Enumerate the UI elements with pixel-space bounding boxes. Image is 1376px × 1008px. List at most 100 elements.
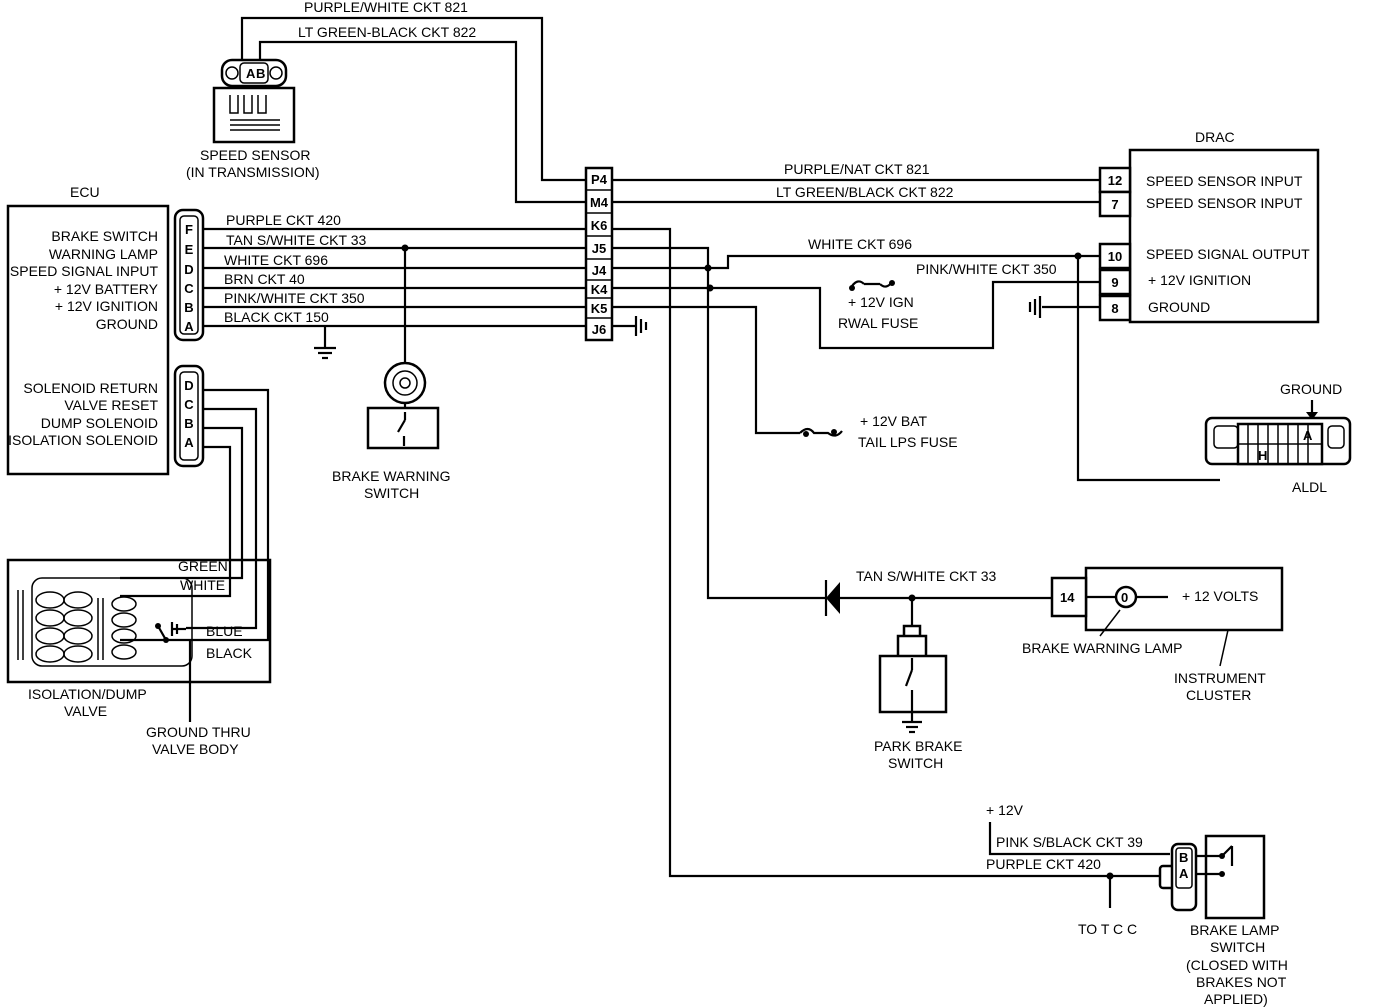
brake-lamp-wire-pink-39: PINK S/BLACK CKT 39 bbox=[996, 834, 1143, 850]
drac-label-speed-sensor-input-2: SPEED SENSOR INPUT bbox=[1146, 195, 1303, 211]
drac-label-ground: GROUND bbox=[1148, 299, 1210, 315]
cluster-supply-12-volts: + 12 VOLTS bbox=[1182, 588, 1258, 604]
aldl-ground-label: GROUND bbox=[1280, 381, 1342, 397]
tail-fuse-label-2: TAIL LPS FUSE bbox=[858, 434, 958, 450]
aldl-title: ALDL bbox=[1292, 479, 1327, 495]
wire-label-purple-420: PURPLE CKT 420 bbox=[226, 212, 341, 228]
connector-pin-m4: M4 bbox=[590, 195, 609, 210]
ecu-harness-wires: PURPLE CKT 420 TAN S/WHITE CKT 33 WHITE … bbox=[203, 212, 648, 360]
wire-label-pink-white-350: PINK/WHITE CKT 350 bbox=[224, 290, 365, 306]
brake-lamp-pin-b: B bbox=[1179, 850, 1188, 865]
valve-title-1: ISOLATION/DUMP bbox=[28, 686, 147, 702]
rwal-fuse-label-2: RWAL FUSE bbox=[838, 315, 918, 331]
speed-sensor-pin-b: B bbox=[256, 66, 265, 81]
wire-label-brn-40: BRN CKT 40 bbox=[224, 271, 305, 287]
park-brake-switch: PARK BRAKE SWITCH bbox=[874, 598, 962, 771]
tail-fuse-circuit: + 12V BAT TAIL LPS FUSE bbox=[612, 305, 958, 450]
cluster-pin-14: 14 bbox=[1060, 590, 1075, 605]
brake-lamp-pin-a: A bbox=[1179, 866, 1189, 881]
valve-wires bbox=[120, 388, 270, 642]
ecu-lower-pin-a: A bbox=[184, 435, 194, 450]
brake-lamp-tcc: TO T C C bbox=[1078, 921, 1137, 937]
drac-label-12v-ignition: + 12V IGNITION bbox=[1148, 272, 1251, 288]
brake-warning-switch-label-1: BRAKE WARNING bbox=[332, 468, 451, 484]
drac-module: DRAC 12 7 10 9 8 SPEED SENSOR INPUT SPEE… bbox=[1098, 129, 1320, 324]
connector-pin-j4: J4 bbox=[592, 263, 607, 278]
connector-pin-j5: J5 bbox=[592, 241, 606, 256]
brake-warning-lamp-label: BRAKE WARNING LAMP bbox=[1022, 640, 1183, 656]
drac-pin-8: 8 bbox=[1111, 301, 1118, 316]
ecu-upper-connector: F E D C B A bbox=[173, 208, 205, 342]
brake-lamp-supply: + 12V bbox=[986, 802, 1024, 818]
ecu-label-brake-switch: BRAKE SWITCH bbox=[51, 228, 158, 244]
speed-sensor-pin-a: A bbox=[246, 66, 256, 81]
valve-wire-black: BLACK bbox=[206, 645, 253, 661]
brake-lamp-title-2: SWITCH bbox=[1210, 939, 1265, 955]
valve-ground-note-2: VALVE BODY bbox=[152, 741, 239, 757]
drac-wires: PURPLE/NAT CKT 821 LT GREEN/BLACK CKT 82… bbox=[612, 161, 1220, 482]
wire-label-purple-white-821: PURPLE/WHITE CKT 821 bbox=[304, 0, 468, 15]
speed-sensor-wires: PURPLE/WHITE CKT 821 LT GREEN-BLACK CKT … bbox=[240, 0, 586, 204]
ecu-lower-pin-b: B bbox=[184, 416, 193, 431]
brake-lamp-title-1: BRAKE LAMP bbox=[1190, 922, 1279, 938]
ecu-pin-e: E bbox=[185, 242, 194, 257]
wire-label-white-696: WHITE CKT 696 bbox=[224, 252, 328, 268]
ecu-pin-b: B bbox=[184, 300, 193, 315]
aldl-pin-a: A bbox=[1303, 428, 1313, 443]
brake-lamp-title-5: APPLIED) bbox=[1204, 991, 1268, 1007]
ecu-label-isolation-solenoid: ISOLATION SOLENOID bbox=[8, 432, 158, 448]
aldl-connector: GROUND A H ALDL bbox=[1204, 381, 1352, 495]
valve-wire-green: GREEN bbox=[178, 558, 228, 574]
brake-lamp-wire-purple-420: PURPLE CKT 420 bbox=[986, 856, 1101, 872]
connector-pin-j6: J6 bbox=[592, 322, 606, 337]
lamp-circuit: TAN S/WHITE CKT 33 14 0 + 12 VOLTS BRAKE… bbox=[612, 246, 1284, 703]
wire-label-pink-white-350-drac: PINK/WHITE CKT 350 bbox=[916, 261, 1057, 277]
wire-label-lt-green-black-822: LT GREEN-BLACK CKT 822 bbox=[298, 24, 476, 40]
brake-warning-switch-label-2: SWITCH bbox=[364, 485, 419, 501]
wire-label-black-150: BLACK CKT 150 bbox=[224, 309, 329, 325]
rwal-fuse-label-1: + 12V IGN bbox=[848, 294, 914, 310]
ecu-label-valve-reset: VALVE RESET bbox=[64, 397, 158, 413]
ecu-pin-c: C bbox=[184, 281, 194, 296]
drac-pin-10: 10 bbox=[1108, 249, 1122, 264]
isolation-dump-valve: GREEN WHITE BLUE BLACK ISOLATION/DUMP VA… bbox=[6, 558, 272, 757]
tail-fuse-label-1: + 12V BAT bbox=[860, 413, 928, 429]
ecu-label-solenoid-return: SOLENOID RETURN bbox=[23, 380, 158, 396]
ecu-label-12v-ignition: + 12V IGNITION bbox=[55, 298, 158, 314]
park-brake-switch-label-2: SWITCH bbox=[888, 755, 943, 771]
aldl-pin-h: H bbox=[1258, 448, 1267, 463]
wire-label-purple-nat-821: PURPLE/NAT CKT 821 bbox=[784, 161, 930, 177]
connector-pin-k5: K5 bbox=[591, 301, 608, 316]
ecu-label-12v-battery: + 12V BATTERY bbox=[54, 281, 159, 297]
wire-label-lt-green-black-822-drac: LT GREEN/BLACK CKT 822 bbox=[776, 184, 954, 200]
lamp-wire-tan-white-33: TAN S/WHITE CKT 33 bbox=[856, 568, 996, 584]
drac-pin-7: 7 bbox=[1111, 197, 1118, 212]
valve-wire-white: WHITE bbox=[180, 577, 225, 593]
drac-label-speed-sensor-input-1: SPEED SENSOR INPUT bbox=[1146, 173, 1303, 189]
ecu-label-dump-solenoid: DUMP SOLENOID bbox=[41, 415, 158, 431]
speed-sensor-subtitle: (IN TRANSMISSION) bbox=[186, 164, 320, 180]
brake-warning-switch: BRAKE WARNING SWITCH bbox=[332, 244, 451, 501]
ecu-lower-pin-c: C bbox=[184, 397, 194, 412]
ecu-pin-a: A bbox=[184, 319, 194, 334]
connector-pin-k6: K6 bbox=[591, 218, 608, 233]
valve-title-2: VALVE bbox=[64, 703, 107, 719]
speed-sensor: A B SPEED SENSOR (IN TRANSMISSION) bbox=[186, 58, 320, 180]
drac-title: DRAC bbox=[1195, 129, 1235, 145]
brake-warning-lamp-symbol: 0 bbox=[1121, 590, 1128, 605]
wire-label-tan-white-33: TAN S/WHITE CKT 33 bbox=[226, 232, 366, 248]
brake-lamp-circuit: + 12V PINK S/BLACK CKT 39 PURPLE CKT 420… bbox=[612, 227, 1288, 1007]
ecu-label-speed-signal: SPEED SIGNAL INPUT bbox=[10, 263, 159, 279]
ecu-lower-connector: D C B A bbox=[173, 364, 205, 468]
drac-label-speed-signal-output: SPEED SIGNAL OUTPUT bbox=[1146, 246, 1310, 262]
drac-pin-9: 9 bbox=[1111, 275, 1118, 290]
cluster-label-1: INSTRUMENT bbox=[1174, 670, 1266, 686]
valve-ground-note-1: GROUND THRU bbox=[146, 724, 251, 740]
brake-lamp-title-3: (CLOSED WITH bbox=[1186, 957, 1288, 973]
ecu-pin-d: D bbox=[184, 262, 193, 277]
ecu-pin-f: F bbox=[185, 222, 193, 237]
drac-pin-12: 12 bbox=[1108, 173, 1122, 188]
cluster-label-2: CLUSTER bbox=[1186, 687, 1251, 703]
ecu-lower-pin-d: D bbox=[184, 378, 193, 393]
connector-pin-k4: K4 bbox=[591, 282, 608, 297]
